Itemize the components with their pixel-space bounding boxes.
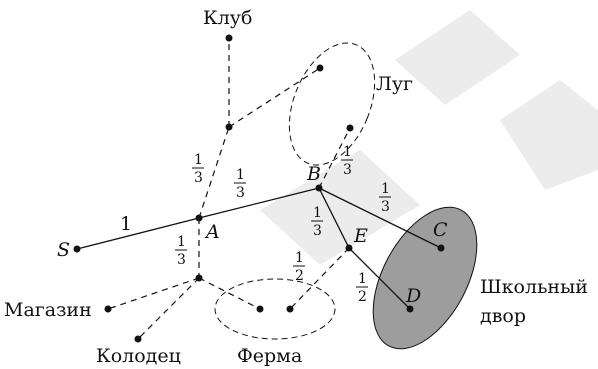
farm-region [214, 278, 336, 340]
vertex-farm-1 [256, 305, 264, 313]
label-point-a: A [204, 221, 220, 243]
school-yard-region [372, 206, 478, 350]
vertex-meadow-1 [316, 64, 324, 72]
label-point-e: E [353, 225, 368, 247]
fraction-a-up-den: 3 [194, 170, 203, 186]
vertex-up-junction [225, 123, 233, 131]
edge-down-farm [198, 277, 261, 310]
vertex-meadow-2 [346, 124, 354, 132]
fraction-b-e: 1 3 [311, 205, 323, 239]
edge-down-well [137, 277, 200, 340]
fraction-b-c-num: 1 [381, 181, 390, 197]
fraction-b-c-den: 3 [381, 199, 390, 215]
fraction-a-up: 1 3 [192, 152, 204, 186]
vertex-a [195, 214, 203, 222]
label-club: Клуб [203, 7, 252, 29]
fraction-a-b-num: 1 [236, 167, 245, 183]
edge-s-a [76, 217, 200, 250]
fraction-e-d-den: 2 [358, 289, 367, 305]
fraction-b-meadow-num: 1 [343, 144, 352, 160]
vertex-down-junction [195, 274, 203, 282]
label-meadow: Луг [376, 73, 413, 95]
edge-e-d [348, 247, 411, 310]
edge-up-meadow [228, 67, 321, 128]
vertex-club [225, 34, 233, 42]
vertex-farm-2 [286, 305, 294, 313]
label-shop: Магазин [4, 299, 92, 321]
vertex-well [134, 335, 142, 343]
vertex-c [437, 244, 445, 252]
fraction-b-c: 1 3 [379, 181, 391, 215]
label-point-d: D [405, 285, 421, 307]
edge-down-shop [107, 277, 200, 310]
meadow-region [288, 42, 376, 166]
edge-b-e [318, 187, 350, 249]
edge-a-up [198, 126, 230, 219]
label-well: Колодец [96, 345, 181, 367]
edge-e-farm [289, 247, 350, 310]
watermark [260, 10, 598, 265]
fraction-b-meadow-den: 3 [343, 162, 352, 178]
label-point-s: S [57, 239, 70, 261]
label-school-line2: двор [480, 305, 526, 327]
fraction-b-e-num: 1 [313, 205, 322, 221]
fraction-b-meadow: 1 3 [341, 144, 353, 178]
vertex-e [345, 244, 353, 252]
label-point-c: C [433, 219, 448, 241]
fraction-e-farm-num: 1 [295, 250, 304, 266]
fraction-a-up-num: 1 [194, 152, 203, 168]
edge-weight-sa: 1 [120, 213, 132, 235]
fraction-a-b: 1 3 [234, 167, 246, 201]
label-point-b: B [306, 163, 321, 185]
fraction-b-e-den: 3 [313, 223, 322, 239]
fraction-e-d-num: 1 [358, 271, 367, 287]
vertex-d [406, 305, 414, 313]
fraction-e-farm: 1 2 [293, 250, 305, 284]
edge-b-meadow [318, 127, 351, 189]
fraction-a-down-num: 1 [177, 234, 186, 250]
fraction-e-d: 1 2 [356, 271, 368, 305]
edge-b-c [318, 187, 442, 249]
vertex-s [73, 245, 81, 253]
vertex-shop [104, 305, 112, 313]
fraction-a-b-den: 3 [236, 185, 245, 201]
label-farm: Ферма [237, 345, 302, 367]
label-school-line1: Школьный [480, 276, 588, 298]
edge-a-b [198, 187, 320, 219]
vertex-b [315, 184, 323, 192]
fraction-a-down-den: 3 [177, 252, 186, 268]
fraction-e-farm-den: 2 [295, 268, 304, 284]
fraction-a-down: 1 3 [175, 234, 187, 268]
